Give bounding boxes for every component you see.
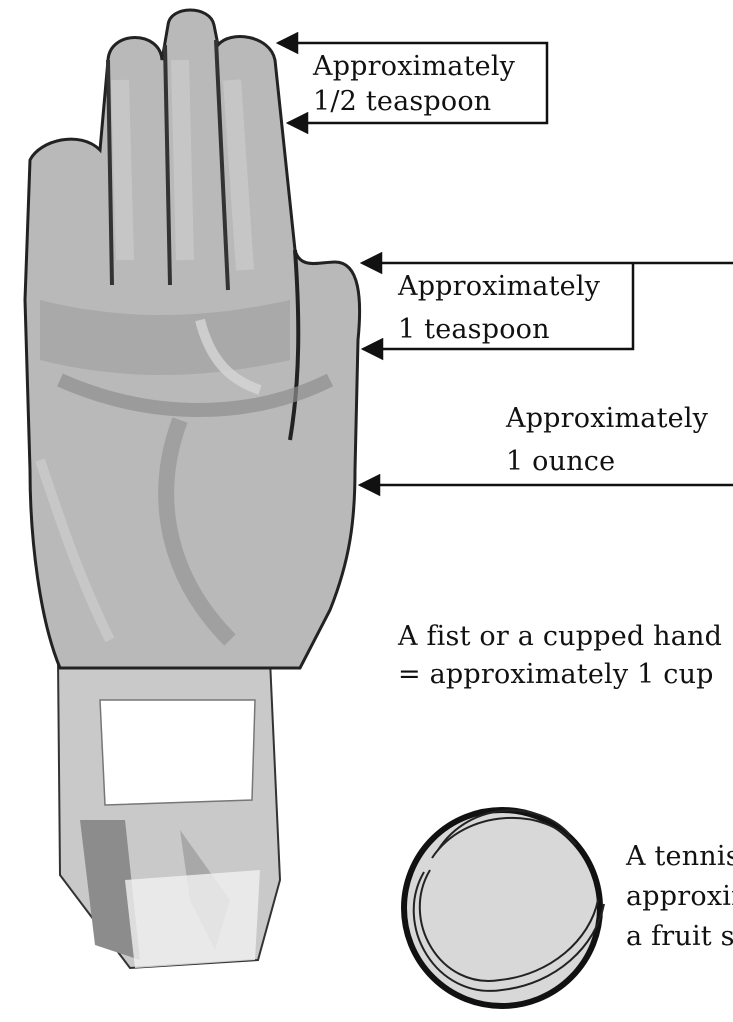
label-palm-line1: Approximately — [506, 402, 708, 436]
hand-palm — [25, 10, 360, 668]
label-ball-line3: a fruit serving — [626, 920, 733, 954]
label-tip-line2: 1/2 teaspoon — [313, 85, 491, 119]
label-fist-line2: = approximately 1 cup — [398, 658, 714, 692]
label-fist-line1: A fist or a cupped hand — [398, 620, 722, 654]
label-thumb-line2: 1 teaspoon — [398, 313, 550, 347]
label-tip-line1: Approximately — [313, 50, 515, 84]
label-thumb-line1: Approximately — [398, 270, 600, 304]
label-ball-line2: approximately — [626, 880, 733, 914]
tennis-ball — [404, 810, 604, 1006]
label-ball-line1: A tennis ball = — [626, 840, 733, 874]
label-palm-line2: 1 ounce — [506, 445, 615, 479]
wrist-cuff — [58, 660, 280, 968]
